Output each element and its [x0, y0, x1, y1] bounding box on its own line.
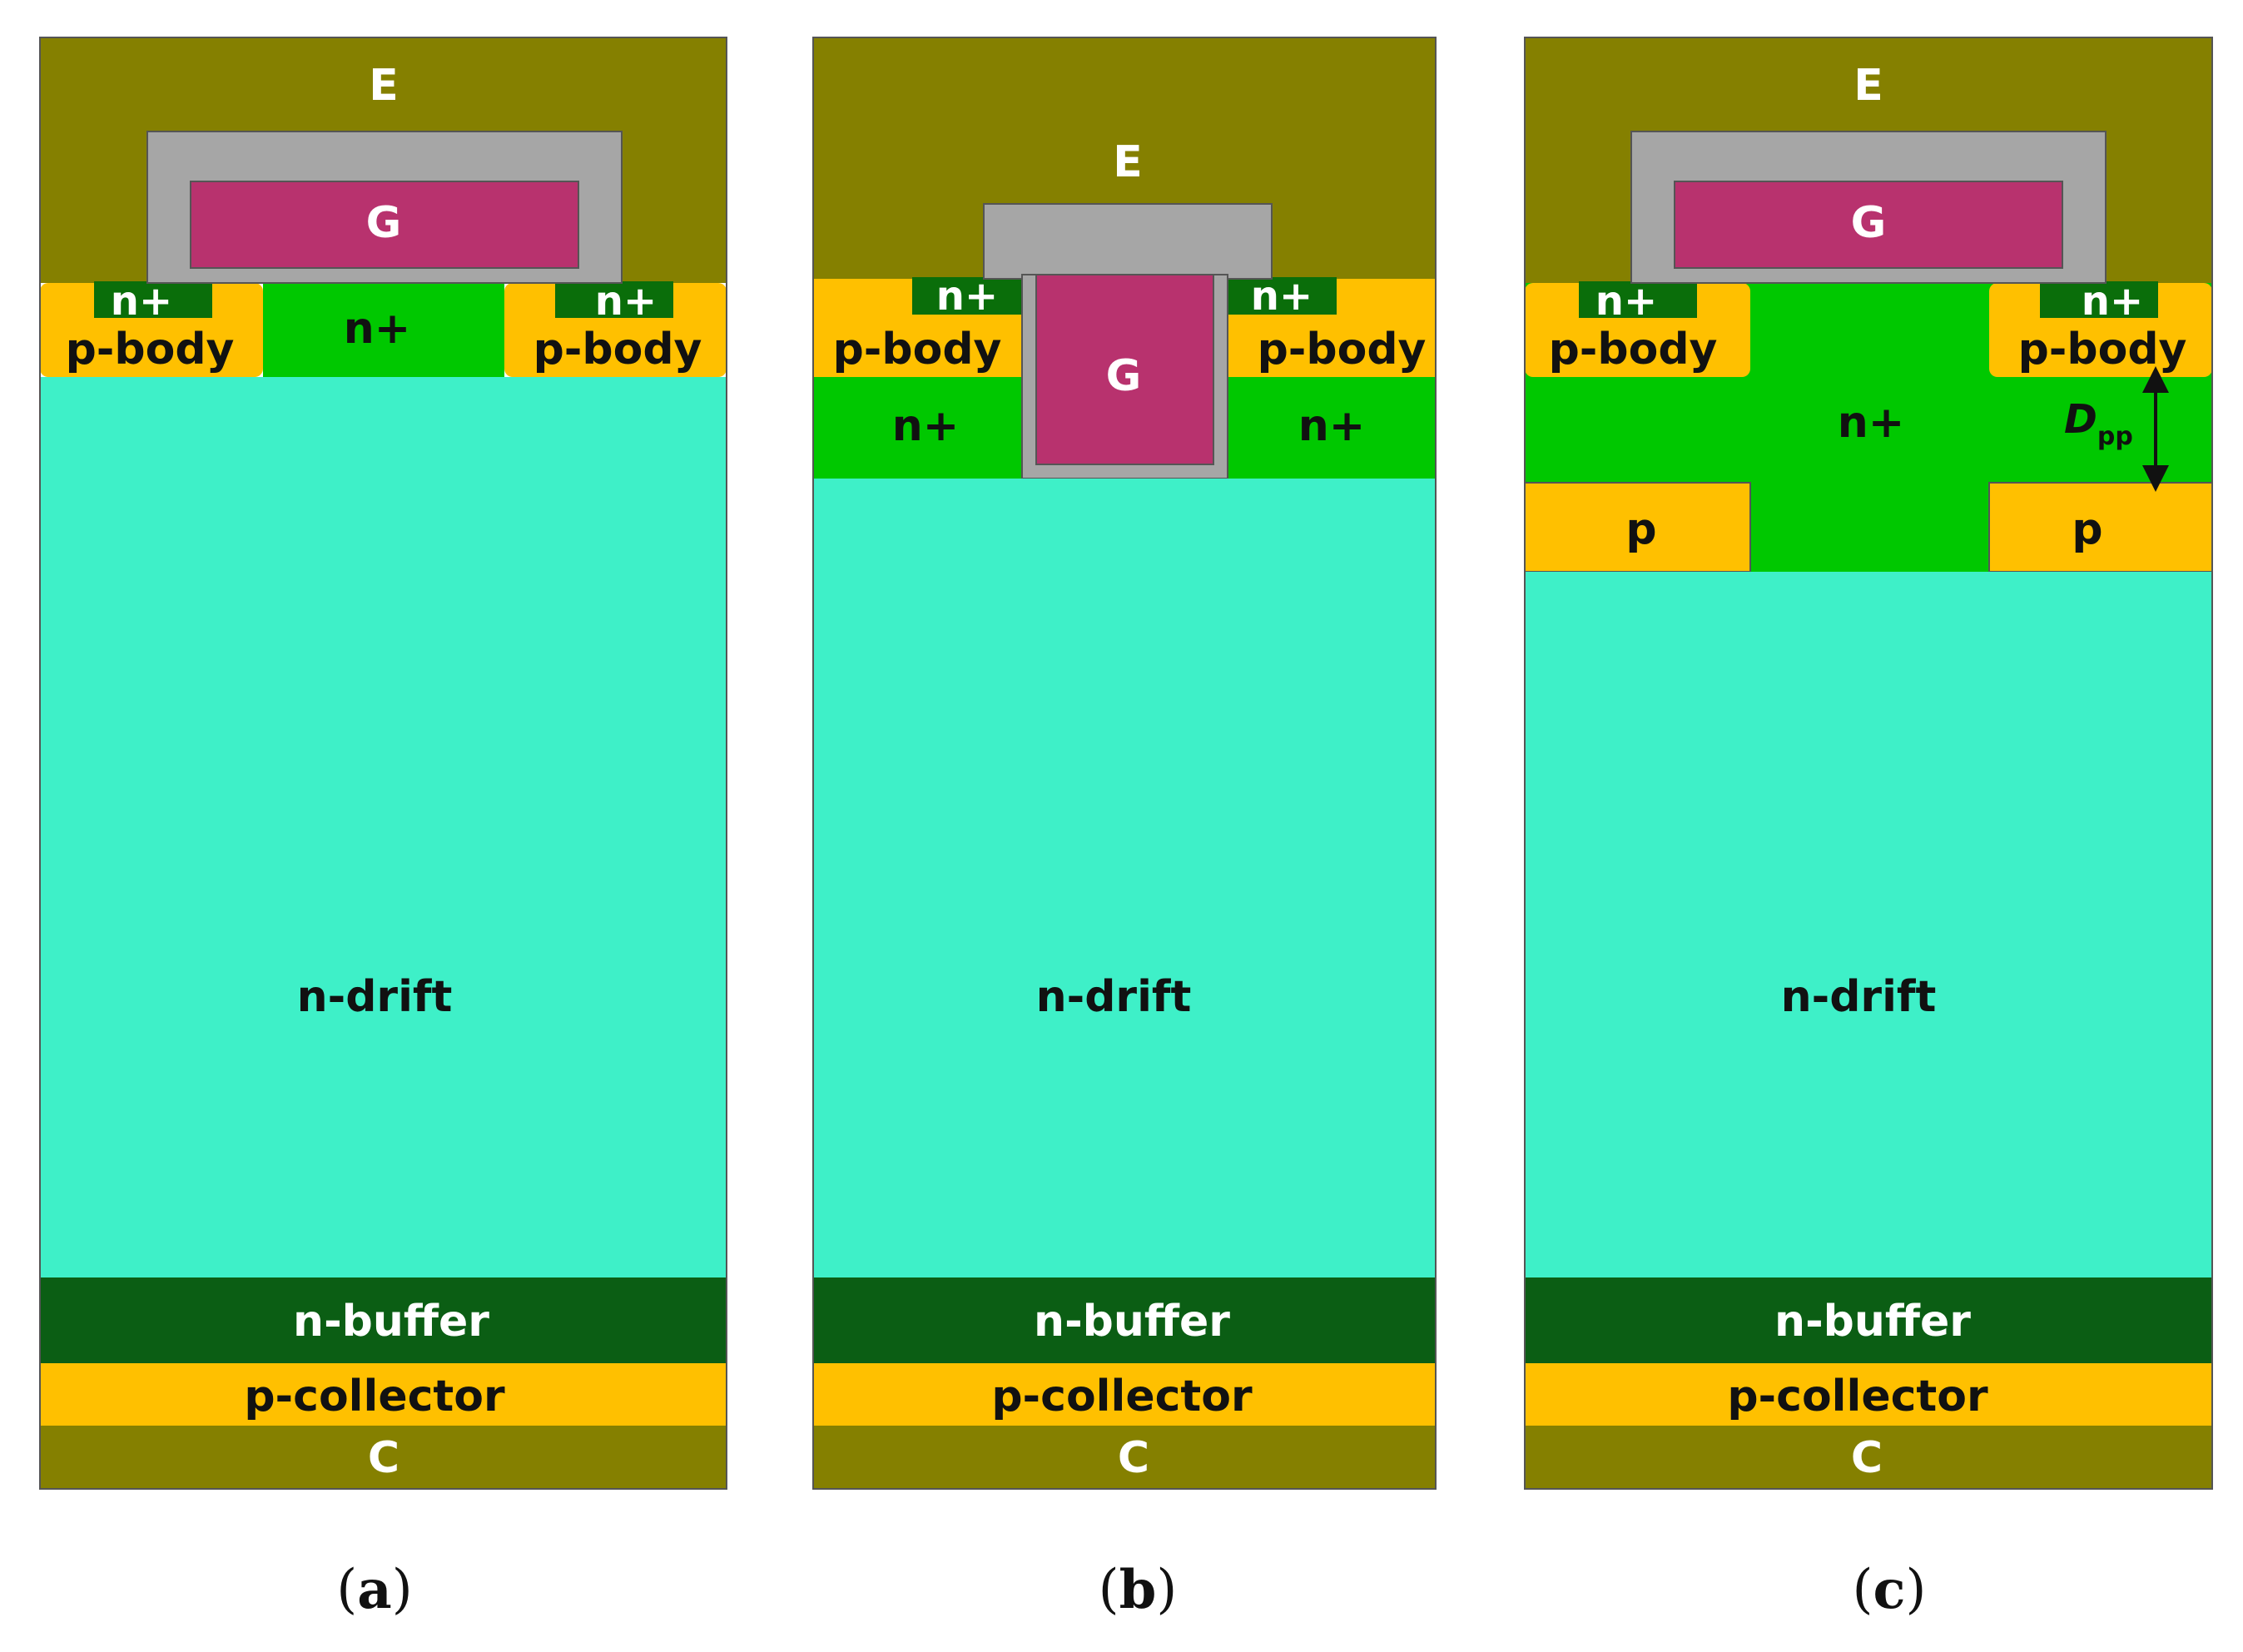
- panel-c-n-buffer: [1525, 1277, 2212, 1363]
- panel-c-collector-label: C: [1851, 1433, 1883, 1483]
- panel-c-n-plus-left: [1579, 281, 1697, 318]
- panel-c-p-collector: [1525, 1363, 2212, 1426]
- panel-c-emitter-label: E: [1853, 61, 1883, 111]
- panel-a-p-collector: [40, 1363, 727, 1426]
- panel-b-p-body-right-label: p-body: [1258, 325, 1427, 375]
- panel-c-n-plus-left-label: n+: [1595, 278, 1657, 325]
- panel-b-collector-label: C: [1118, 1433, 1149, 1483]
- panel-b-gate-label: G: [1106, 351, 1142, 401]
- panel-a-emitter-label: E: [369, 61, 399, 111]
- panel-c-dpp-label: Dpp: [2064, 396, 2133, 451]
- panel-b-oxide-cap: [983, 203, 1273, 280]
- panel-b-border: [812, 37, 1437, 1490]
- panel-c-p-collector-label: p-collector: [1727, 1372, 1988, 1421]
- panel-b-n-drift-label: n-drift: [1036, 972, 1192, 1022]
- panel-b-n-buffer: [813, 1277, 1436, 1363]
- panel-c-gate-label: G: [1851, 198, 1887, 248]
- panel-c-n-plus-right-label: n+: [2082, 278, 2143, 325]
- panel-c-border: [1524, 37, 2213, 1490]
- panel-b-collector-metal: [813, 1426, 1436, 1489]
- panel-b-emitter-label: E: [1113, 137, 1143, 187]
- panel-a-p-body-left-label: p-body: [66, 325, 235, 375]
- panel-a-n-plus-right-label: n+: [595, 278, 657, 325]
- panel-c-caption: (c): [1853, 1559, 1927, 1621]
- panel-b-n-plus-right-label: n+: [1251, 273, 1313, 320]
- panel-c-p-left-label: p: [1625, 504, 1656, 554]
- panel-b: E G n+ n+ p-body p-body n+ n+ n-drift n-…: [812, 37, 1437, 1621]
- panel-b-n-drift: [813, 479, 1436, 1277]
- panel-a-gate: [190, 181, 579, 269]
- panel-c-n-plus-right: [2040, 281, 2158, 318]
- panel-b-n-plus-lower-left-label: n+: [892, 401, 960, 451]
- panel-a-collector-label: C: [368, 1433, 399, 1483]
- panel-b-n-plus-lower-right-label: n+: [1298, 401, 1366, 451]
- panel-a-n-drift-label: n-drift: [297, 972, 453, 1022]
- panel-a-border: [39, 37, 727, 1490]
- panel-c-n-plus-center-label: n+: [1838, 398, 1905, 448]
- panel-c-collector-metal: [1525, 1426, 2212, 1489]
- panel-b-p-body-left-label: p-body: [833, 325, 1002, 375]
- panel-c-p-body-right-label: p-body: [2018, 325, 2187, 375]
- panel-a-n-drift: [40, 377, 727, 1277]
- panel-a-n-plus-right: [555, 281, 673, 318]
- panel-b-p-collector-label: p-collector: [991, 1372, 1253, 1421]
- panel-c-p-right-label: p: [2072, 504, 2102, 554]
- panel-b-p-collector: [813, 1363, 1436, 1426]
- panel-a-n-buffer: [40, 1277, 727, 1363]
- panel-b-n-plus-right: [1227, 277, 1337, 315]
- panel-a-caption: (a): [336, 1559, 412, 1621]
- panel-c-n-buffer-label: n-buffer: [1774, 1297, 1971, 1347]
- panel-b-gate: [1035, 274, 1214, 465]
- panel-a-collector-metal: [40, 1426, 727, 1489]
- panel-a-n-plus-left: [94, 281, 212, 318]
- panel-a-n-plus-center-label: n+: [344, 304, 411, 354]
- panel-b-n-plus-left: [912, 277, 1022, 315]
- panel-a-n-plus-left-label: n+: [111, 278, 172, 325]
- panel-b-n-plus-left-label: n+: [936, 273, 998, 320]
- panel-a: E G n+ n+ n+ p-body p-body n-drift n-buf…: [39, 37, 727, 1621]
- panel-a-n-buffer-label: n-buffer: [293, 1297, 489, 1347]
- panel-a-p-collector-label: p-collector: [244, 1372, 505, 1421]
- panel-c-p-right: [1988, 482, 2213, 573]
- panel-c: E G n+ n+ p-body p-body n+ Dpp p p n-dri…: [1524, 37, 2213, 1621]
- panel-a-n-plus-center: [263, 283, 504, 377]
- panel-a-gate-label: G: [366, 198, 402, 248]
- panel-c-p-body-left-label: p-body: [1549, 325, 1718, 375]
- panel-c-p-left: [1524, 482, 1751, 573]
- panel-c-gate: [1674, 181, 2063, 269]
- panel-b-caption: (b): [1099, 1559, 1178, 1621]
- panel-a-p-body-right-label: p-body: [533, 325, 702, 375]
- panel-c-n-drift: [1525, 572, 2212, 1277]
- panel-b-n-buffer-label: n-buffer: [1034, 1297, 1230, 1347]
- panel-b-n-plus-lower-left: [813, 377, 1021, 479]
- panel-b-n-plus-lower-right: [1228, 377, 1436, 479]
- panel-c-n-drift-label: n-drift: [1781, 972, 1937, 1022]
